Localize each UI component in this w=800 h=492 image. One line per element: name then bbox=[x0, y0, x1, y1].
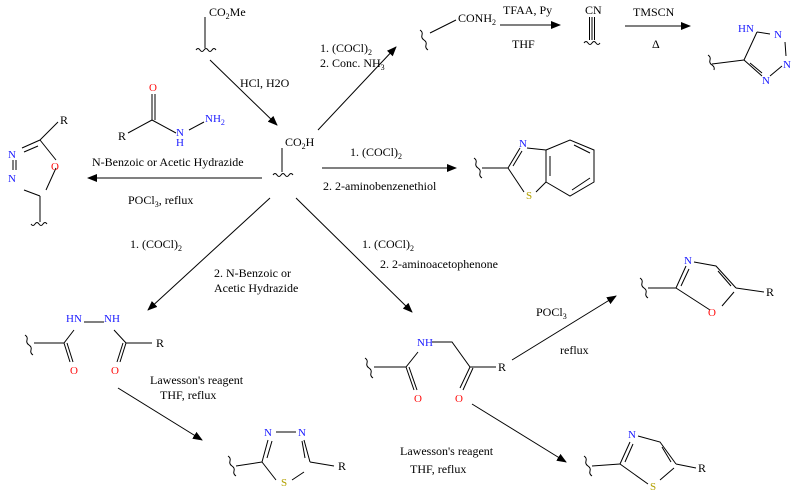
hydrazide-nh2: NH2 bbox=[205, 113, 225, 127]
tetrazole-reagent-bottom: Δ bbox=[652, 37, 660, 51]
primary-amide: CONH2 bbox=[419, 11, 496, 51]
diacyl-reagent-2a: 2. N-Benzoic or bbox=[214, 266, 291, 280]
nitrile: CN bbox=[583, 3, 602, 45]
hydrazide-n: N bbox=[176, 127, 184, 139]
acid-label: CO2H bbox=[285, 135, 315, 151]
tetrazole-n2: N bbox=[774, 29, 782, 41]
ketoamide-reagent-2: 2. 2-aminoacetophenone bbox=[380, 257, 498, 271]
oxazole-o: O bbox=[708, 307, 716, 319]
ketoamide-o1: O bbox=[414, 393, 422, 405]
ketoamide-hn: NH bbox=[417, 337, 433, 349]
thiadiazole-s: S bbox=[281, 477, 287, 489]
ketoamide: NH O O R bbox=[364, 337, 506, 405]
thiazole: N S R bbox=[583, 429, 706, 492]
ketoamide-r: R bbox=[498, 360, 506, 374]
benzothiazole-s: S bbox=[526, 190, 532, 202]
tetrazole-n3: N bbox=[783, 59, 791, 71]
amidation-reagent-2: 2. Conc. NH3 bbox=[320, 56, 385, 72]
oxadiazole-o: O bbox=[51, 161, 59, 173]
diacylhydrazide: HN NH O O R bbox=[24, 313, 164, 377]
thiadiazole: N N S R bbox=[227, 427, 346, 489]
ester-label: CO2Me bbox=[209, 5, 246, 21]
hydrazide-nh: H bbox=[176, 137, 184, 149]
benzothiazole: N S bbox=[473, 138, 595, 202]
diacyl-o2: O bbox=[111, 365, 119, 377]
tetrazole-n4: N bbox=[762, 75, 770, 87]
oxazole-n: N bbox=[684, 255, 692, 267]
ketoamide-reagent-1: 1. (COCl)2 bbox=[362, 237, 414, 253]
thiadiazole-n1: N bbox=[264, 427, 272, 439]
thiadiazole-n2: N bbox=[298, 427, 306, 439]
thiazole-n: N bbox=[628, 429, 636, 441]
amidation-reagent-1: 1. (COCl)2 bbox=[320, 41, 372, 57]
diacyl-nh: NH bbox=[104, 313, 120, 325]
benzothiazole-reagent-2: 2. 2-aminobenzenethiol bbox=[323, 179, 437, 193]
arrow-amidation bbox=[317, 46, 397, 131]
ketoamide-o2: O bbox=[455, 393, 463, 405]
dehydration-reagent-bottom: THF bbox=[512, 37, 535, 51]
amide-label: CONH2 bbox=[458, 11, 496, 27]
arrow-thiadiazole bbox=[117, 387, 203, 441]
arrow-ketoamide bbox=[295, 197, 413, 313]
thiadiazole-r: R bbox=[338, 459, 346, 473]
nitrile-label: CN bbox=[585, 3, 602, 17]
carboxylic-acid: CO2H bbox=[272, 135, 315, 177]
oxazole-reagent-top: POCl3 bbox=[536, 305, 567, 321]
diacyl-hn: HN bbox=[66, 313, 82, 325]
oxazole-r: R bbox=[766, 285, 774, 299]
diacyl-reagent-1: 1. (COCl)2 bbox=[130, 237, 182, 253]
oxadiazole: R N N O bbox=[8, 113, 68, 226]
arrow-diacylhydrazide bbox=[147, 197, 271, 311]
diacyl-o1: O bbox=[70, 365, 78, 377]
benzothiazole-reagent-1: 1. (COCl)2 bbox=[350, 145, 402, 161]
hydrazide-r: R bbox=[118, 129, 126, 143]
arrow-oxazole bbox=[511, 295, 617, 361]
tetrazole-reagent-top: TMSCN bbox=[633, 5, 675, 19]
diacyl-reagent-2b: Acetic Hydrazide bbox=[214, 281, 298, 295]
thiazole-reagent-1: Lawesson's reagent bbox=[400, 444, 494, 458]
hydrolysis-reagent: HCl, H2O bbox=[240, 76, 290, 90]
diacyl-r: R bbox=[156, 336, 164, 350]
oxazole-reagent-bottom: reflux bbox=[560, 343, 589, 357]
oxadiazole-r: R bbox=[60, 113, 68, 127]
hydrazide-o: O bbox=[149, 82, 157, 94]
thiazole-r: R bbox=[698, 461, 706, 475]
thiadiazole-reagent-2: THF, reflux bbox=[160, 388, 216, 402]
oxadiazole-reagent-bottom: POCl3, reflux bbox=[128, 193, 193, 209]
thiadiazole-reagent-1: Lawesson's reagent bbox=[150, 373, 244, 387]
starting-ester: CO2Me bbox=[195, 5, 246, 52]
arrow-hydrolysis bbox=[209, 59, 278, 126]
thiazole-reagent-2: THF, reflux bbox=[410, 462, 466, 476]
tetrazole: HN N N N bbox=[707, 23, 791, 87]
oxadiazole-n2: N bbox=[8, 173, 16, 185]
thiazole-s: S bbox=[650, 481, 656, 492]
oxadiazole-reagent-top: N-Benzoic or Acetic Hydrazide bbox=[92, 155, 244, 169]
dehydration-reagent-top: TFAA, Py bbox=[503, 3, 552, 17]
hydrazide-reagent: R O H N NH2 bbox=[118, 82, 225, 149]
arrow-thiazole bbox=[471, 403, 567, 463]
oxazole: N O R bbox=[639, 255, 774, 319]
oxadiazole-n1: N bbox=[8, 149, 16, 161]
tetrazole-nh: HN bbox=[738, 23, 754, 35]
benzothiazole-n: N bbox=[519, 138, 527, 150]
